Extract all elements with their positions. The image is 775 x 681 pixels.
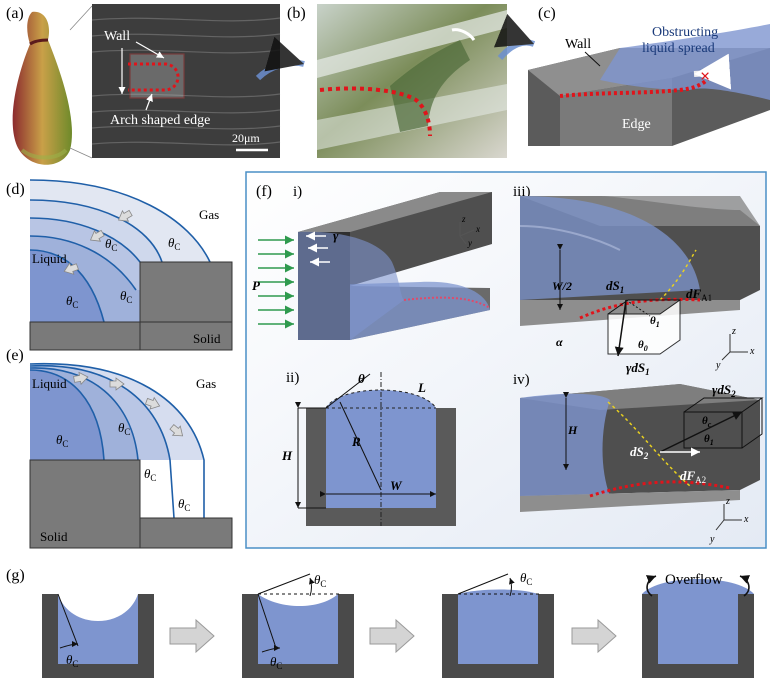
container-g-2: θC θC — [242, 572, 354, 678]
solid-step-e — [29, 459, 141, 549]
theta-d-4: θC — [66, 293, 78, 310]
label-liquid-e: Liquid — [32, 376, 67, 391]
panel-a-label: (a) — [6, 5, 24, 22]
panel-b-label: (b) — [287, 5, 306, 22]
svg-text:x: x — [743, 514, 749, 525]
label-theta1-iii: θ1 — [650, 315, 660, 329]
svg-text:z: z — [731, 326, 736, 337]
container-g-3: θC — [442, 570, 554, 678]
axes-fi: z x y — [459, 214, 480, 248]
panel-g-label: (g) — [6, 567, 25, 584]
solid-step-d — [140, 262, 232, 350]
label-theta0-iii: θ0 — [638, 339, 648, 353]
panel-f: (f) i) γ — [245, 171, 767, 549]
label-H-iv: H — [567, 423, 578, 437]
panel-c: (c) Wall Obstructing liquid spread × Edg… — [528, 5, 770, 146]
theta-e-3: θC — [144, 466, 156, 483]
label-dFA2: dFA2 — [680, 468, 706, 485]
label-W: W — [390, 478, 403, 493]
svg-text:y: y — [715, 360, 721, 371]
container-g-4: Overflow — [642, 572, 754, 678]
label-W2: W/2 — [552, 279, 572, 293]
label-arch-edge: Arch shaped edge — [110, 113, 210, 128]
label-edge-c: Edge — [622, 117, 651, 132]
theta-d-1: θC — [105, 236, 117, 253]
label-H: H — [281, 448, 293, 463]
svg-text:x: x — [475, 224, 480, 234]
label-liquid-d: Liquid — [32, 251, 67, 266]
subpanel-f-iv: H γdS2 dS2 dFA2 θc θ1 z x y — [520, 382, 764, 545]
label-f-i: i) — [293, 184, 302, 200]
panel-e: (e) Gas Liquid Solid θC θC θC θC — [6, 347, 233, 549]
arrow-g-1 — [169, 618, 215, 654]
theta-d-2: θC — [168, 235, 180, 252]
arrow-g-2 — [369, 618, 415, 654]
arrow-g-3 — [571, 618, 617, 654]
container-g-1: θC — [42, 593, 154, 678]
label-gas-d: Gas — [199, 207, 219, 222]
axes-fiii: z x y — [715, 326, 755, 371]
panel-b: (b) — [287, 4, 536, 158]
svg-text:x: x — [749, 346, 755, 357]
svg-text:z: z — [461, 214, 466, 224]
label-L: L — [417, 380, 426, 395]
sem-image — [92, 4, 280, 158]
scale-bar-label: 20μm — [232, 131, 260, 145]
solid-base-d — [30, 322, 140, 350]
label-solid-e: Solid — [40, 529, 68, 544]
label-dS1: dS1 — [606, 278, 624, 295]
subpanel-f-ii: θ L R H W — [281, 371, 456, 526]
label-dS2: dS2 — [630, 444, 649, 461]
theta-g-2b: θC — [270, 654, 282, 671]
pitcher-plant-image — [12, 11, 72, 165]
solid-base-e — [139, 517, 233, 549]
label-solid-d: Solid — [193, 331, 221, 346]
label-gdS2: γdS2 — [712, 382, 736, 399]
panel-e-label: (e) — [6, 347, 24, 364]
svg-text:y: y — [467, 238, 472, 248]
cross-mark: × — [700, 66, 710, 86]
label-wall-a: Wall — [104, 29, 130, 44]
arch-edge-red — [128, 62, 180, 92]
axes-fiv: z x y — [709, 496, 749, 545]
label-thetac-iv: θc — [702, 415, 712, 429]
panel-a: (a) Wall Arch shaped edge 20μm — [6, 4, 305, 165]
panel-d-label: (d) — [6, 181, 25, 198]
panel-d: (d) Gas Liquid Solid θC θC θC θC — [6, 179, 233, 351]
label-dFA1: dFA1 — [686, 286, 712, 303]
label-alpha: α — [556, 335, 563, 349]
panel-g: (g) θC θC θC — [6, 567, 754, 678]
theta-e-1: θC — [56, 432, 68, 449]
label-obstruct-1: Obstructing — [652, 25, 718, 40]
label-gas-e: Gas — [196, 376, 216, 391]
theta-g-3: θC — [520, 570, 532, 587]
label-gamma-fi: γ — [333, 228, 339, 243]
label-theta-fii: θ — [358, 371, 365, 386]
theta-g-1: θC — [66, 652, 78, 669]
label-theta1-iv: θ1 — [704, 433, 714, 447]
svg-text:y: y — [709, 534, 715, 545]
subpanel-f-iii: W/2 α dS1 dFA1 γdS1 θ1 θ0 z x — [519, 196, 760, 377]
theta-g-2a: θC — [314, 572, 326, 589]
edge-red-dots-b — [319, 86, 432, 137]
label-overflow: Overflow — [665, 572, 723, 588]
panel-c-label: (c) — [538, 5, 556, 22]
theta-e-2: θC — [118, 420, 130, 437]
subpanel-f-i: γ P z x y — [252, 192, 492, 340]
label-gdS1: γdS1 — [626, 360, 650, 377]
label-obstruct-2: liquid spread — [642, 41, 715, 56]
label-P: P — [252, 278, 261, 293]
panel-f-label: (f) — [256, 183, 272, 200]
theta-e-4: θC — [178, 496, 190, 513]
label-R: R — [351, 434, 361, 449]
svg-text:z: z — [725, 496, 730, 507]
theta-d-3: θC — [120, 288, 132, 305]
label-f-ii: ii) — [286, 370, 299, 386]
label-wall-c: Wall — [565, 37, 591, 52]
label-f-iv: iv) — [513, 372, 530, 388]
